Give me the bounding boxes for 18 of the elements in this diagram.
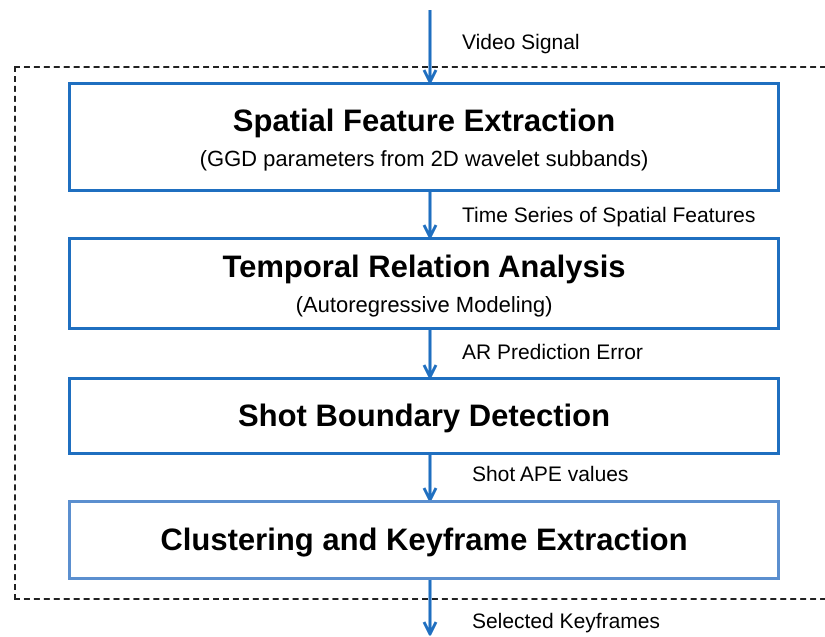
arrow (422, 10, 438, 84)
process-box (68, 237, 780, 330)
arrow (422, 330, 438, 378)
arrow (422, 580, 438, 636)
arrow (422, 455, 438, 502)
edge-label: Time Series of Spatial Features (460, 205, 758, 226)
box-subtitle: (Autoregressive Modeling) (296, 291, 552, 319)
process-box (68, 377, 780, 455)
box-title: Clustering and Keyframe Extraction (160, 520, 688, 559)
process-box (68, 82, 780, 192)
dashed-boundary (14, 66, 825, 600)
arrow (422, 192, 438, 238)
box-title: Shot Boundary Detection (238, 396, 610, 435)
process-box (68, 500, 780, 580)
edge-label: Selected Keyframes (470, 611, 662, 632)
box-subtitle: (GGD parameters from 2D wavelet subbands) (200, 144, 648, 172)
box-title: Temporal Relation Analysis (222, 248, 626, 286)
box-title: Spatial Feature Extraction (232, 102, 616, 140)
